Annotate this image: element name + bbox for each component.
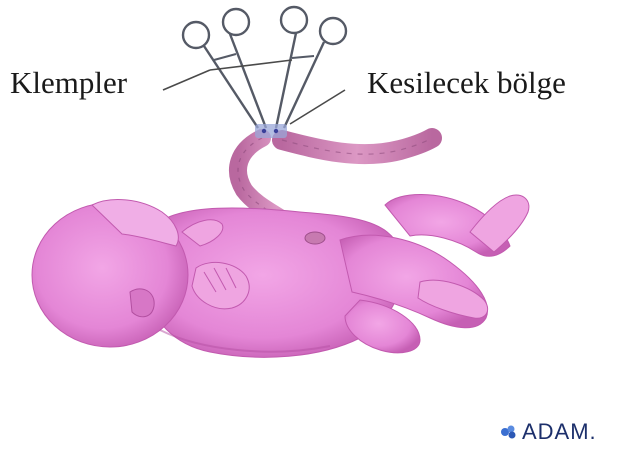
newborn-body <box>32 194 529 357</box>
adam-logo-icon <box>500 424 518 440</box>
clamp-right-icon <box>276 7 346 128</box>
adam-logo: ADAM. <box>500 421 597 443</box>
label-clamps: Klempler <box>10 67 127 98</box>
label-cut-area: Kesilecek bölge <box>367 67 566 98</box>
pointer-lines <box>163 60 345 124</box>
logo-text: ADAM. <box>522 421 597 443</box>
clamp-jaws <box>255 124 287 138</box>
